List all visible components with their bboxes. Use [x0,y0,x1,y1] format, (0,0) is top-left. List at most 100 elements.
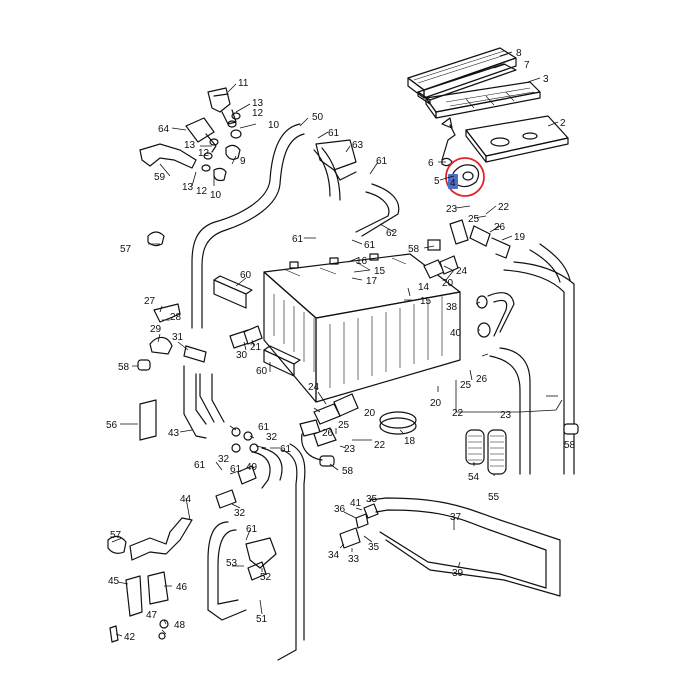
hose-62 [355,183,400,237]
oring-set [201,112,242,182]
callout-61: 61 [230,464,242,475]
callout-23: 23 [446,204,458,215]
callout-62: 62 [386,228,398,239]
bottom-right-parts [339,423,579,597]
callout-23: 23 [500,410,512,421]
callout-13: 13 [252,98,264,109]
callout-32: 32 [218,454,230,465]
sensor-64 [185,117,217,153]
callout-48: 48 [174,620,186,631]
highlight-badge [448,174,458,189]
callout-63: 63 [352,140,364,151]
callout-56: 56 [106,420,118,431]
callout-13: 13 [182,182,194,193]
callout-12: 12 [252,108,264,119]
callout-15: 15 [420,296,432,307]
callout-20: 20 [442,278,454,289]
callout-7: 7 [524,60,530,71]
callout-22: 22 [452,408,464,419]
callout-49: 49 [246,462,258,473]
callout-60: 60 [240,270,252,281]
left-mid-parts [137,275,301,441]
callout-numbers: 8 7 3 2 6 5 4 11 13 12 10 64 13 12 9 59 … [106,48,576,643]
callout-10: 10 [210,190,222,201]
callout-18: 18 [404,436,416,447]
callout-14: 14 [418,282,430,293]
callout-43: 43 [168,428,180,439]
callout-34: 34 [328,550,340,561]
callout-42: 42 [124,632,136,643]
callout-13: 13 [184,140,196,151]
callout-58: 58 [408,244,420,255]
callout-5: 5 [434,176,440,187]
callout-61: 61 [194,460,206,471]
callout-25: 25 [338,420,350,431]
callout-12: 12 [198,148,210,159]
pipes-22-23 [489,243,575,475]
callout-23: 23 [344,444,356,455]
callout-53: 53 [226,558,238,569]
callout-61: 61 [292,234,304,245]
leader-lines [111,51,563,637]
callout-59: 59 [154,172,166,183]
callout-58: 58 [564,440,576,451]
hose-clip-57-top [147,231,165,247]
callout-57: 57 [120,244,132,255]
hose-50 [191,123,341,329]
callout-12: 12 [196,186,208,197]
callout-22: 22 [498,202,510,213]
pipe-59 [139,143,197,169]
callout-60: 60 [256,366,268,377]
callout-17: 17 [366,276,378,287]
filter-element-8 [407,47,517,99]
callout-44: 44 [180,494,192,505]
callout-35: 35 [366,494,378,505]
callout-2: 2 [560,118,566,129]
callout-54: 54 [468,472,480,483]
callout-11: 11 [238,78,249,89]
callout-20: 20 [364,408,376,419]
callout-26: 26 [494,222,506,233]
air-mass-sensor-11 [207,87,237,125]
callout-24: 24 [308,382,320,393]
callout-39: 39 [452,568,464,579]
callout-50: 50 [312,112,324,123]
callout-61: 61 [364,240,376,251]
callout-47: 47 [146,610,158,621]
bottom-left-parts [107,427,306,661]
callout-35: 35 [368,542,380,553]
callout-52: 52 [260,572,272,583]
filter-grid-3 [425,81,541,119]
main-block [263,253,461,403]
filter-base-2 [465,115,569,163]
callout-45: 45 [108,576,120,587]
callout-16: 16 [356,256,368,267]
callout-46: 46 [176,582,188,593]
callout-25: 25 [460,380,472,391]
lower-center-fittings [299,393,417,467]
callout-37: 37 [450,512,462,523]
callout-29: 29 [150,324,162,335]
right-upper-fittings [423,219,515,338]
callout-61: 61 [328,128,340,139]
callout-58: 58 [342,466,354,477]
callout-57: 57 [110,530,122,541]
callout-32: 32 [234,508,246,519]
callout-61: 61 [246,524,258,535]
callout-40: 40 [450,328,462,339]
callout-36: 36 [334,504,346,515]
callout-19: 19 [514,232,526,243]
callout-28: 28 [170,312,182,323]
callout-3: 3 [543,74,549,85]
callout-51: 51 [256,614,268,625]
callout-41: 41 [350,498,362,509]
callout-6: 6 [428,158,434,169]
callout-61: 61 [376,156,388,167]
callout-27: 27 [144,296,156,307]
callout-24: 24 [456,266,468,277]
callout-31: 31 [172,332,184,343]
callout-10: 10 [268,120,280,131]
callout-26: 26 [322,428,334,439]
highlight-ring [445,157,485,197]
